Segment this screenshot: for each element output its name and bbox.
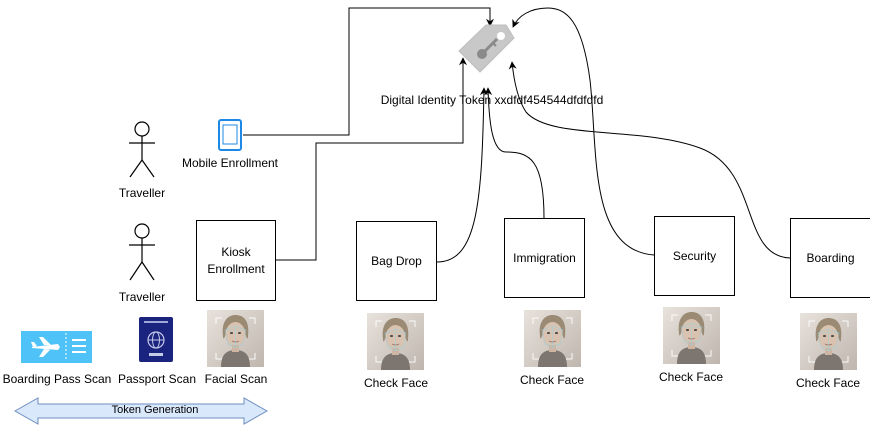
face-photo-icon (800, 313, 857, 370)
traveller-figure-1 (129, 121, 155, 178)
edge-immigration-to-token (484, 87, 545, 219)
mobile-phone-icon (218, 119, 242, 151)
kiosk-label-line1: Kiosk (221, 245, 251, 260)
check-face-caption: Check Face (795, 376, 861, 390)
bag-drop-label: Bag Drop (371, 253, 422, 268)
mobile-enrollment-label: Mobile Enrollment (181, 156, 279, 170)
boarding-node[interactable]: Boarding (790, 218, 870, 298)
security-label: Security (672, 248, 717, 263)
face-photo-icon (663, 307, 720, 364)
immigration-node[interactable]: Immigration (504, 218, 585, 298)
boarding-pass-scan-label: Boarding Pass Scan (2, 372, 112, 386)
check-face-caption: Check Face (658, 370, 724, 384)
passport-scan-label: Passport Scan (117, 372, 197, 386)
traveller-label-2: Traveller (118, 290, 166, 304)
token-generation-arrow (13, 397, 269, 425)
token-generation-label: Token Generation (111, 404, 199, 416)
edge-mobile-to-token (243, 7, 494, 136)
tag-key-icon (458, 24, 515, 73)
bag-drop-node[interactable]: Bag Drop (356, 221, 437, 301)
edge-security-to-token (512, 7, 655, 256)
facial-scan-label: Facial Scan (204, 372, 268, 386)
check-face-caption: Check Face (519, 373, 585, 387)
edge-bagdrop-to-token (436, 87, 488, 263)
kiosk-enrollment-node[interactable]: Kiosk Enrollment (196, 220, 276, 301)
passport-icon (139, 317, 173, 362)
edge-kiosk-to-token (276, 57, 467, 261)
check-face-caption: Check Face (363, 376, 429, 390)
traveller-label-1: Traveller (118, 186, 166, 200)
face-photo-icon (524, 310, 581, 367)
immigration-label: Immigration (513, 250, 576, 265)
edge-boarding-to-token (508, 61, 791, 259)
token-label: Digital Identity Token xxdfdf454544dfdfd… (380, 93, 604, 107)
face-photo-icon (207, 310, 264, 367)
boarding-label: Boarding (806, 250, 855, 265)
face-photo-icon (367, 313, 424, 370)
boarding-pass-icon (21, 331, 92, 363)
traveller-figure-2 (129, 223, 155, 281)
security-node[interactable]: Security (654, 216, 735, 296)
kiosk-label-line2: Enrollment (207, 261, 265, 276)
